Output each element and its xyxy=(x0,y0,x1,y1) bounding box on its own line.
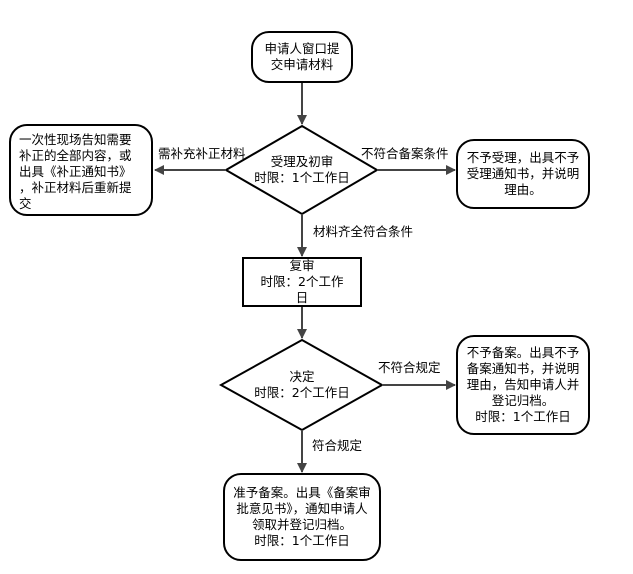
approve-text: 准予备案。出具《备案审 批意见书》，通知申请人 领取并登记归档。 时限：1个工作… xyxy=(233,485,371,548)
accept-review-node: 受理及初审 时限：1个工作日 xyxy=(236,152,368,188)
edge-label-compliant: 符合规定 xyxy=(312,438,363,453)
reject-accept-node: 不予受理，出具不予 受理通知书，并说明 理由。 xyxy=(456,139,590,209)
submit-node: 申请人窗口提 交申请材料 xyxy=(251,31,353,83)
supplement-text: 一次性现场告知需要 补正的全部内容，或 出具《补正通知书》 ，补正材料后重新提 … xyxy=(19,132,132,211)
edge-label-materials-complete: 材料齐全符合条件 xyxy=(313,224,414,239)
reject-accept-text: 不予受理，出具不予 受理通知书，并说明 理由。 xyxy=(466,150,580,197)
edge-label-not-meet-conditions: 不符合备案条件 xyxy=(361,146,449,161)
edge-label-need-supplement: 需补充补正材料 xyxy=(158,146,246,161)
reject-record-text: 不予备案。出具不予 备案通知书，并说明 理由，告知申请人并 登记归档。 时限：1… xyxy=(466,345,580,424)
approve-node: 准予备案。出具《备案审 批意见书》，通知申请人 领取并登记归档。 时限：1个工作… xyxy=(223,473,381,561)
supplement-node: 一次性现场告知需要 补正的全部内容，或 出具《补正通知书》 ，补正材料后重新提 … xyxy=(9,124,153,216)
submit-node-text: 申请人窗口提 交申请材料 xyxy=(264,41,340,72)
decision-node: 决定 时限：2个工作日 xyxy=(236,367,368,403)
edge-label-not-compliant: 不符合规定 xyxy=(378,360,441,375)
re-review-text: 复审 时限：2个工作 日 xyxy=(260,258,344,305)
decision-text: 决定 时限：2个工作日 xyxy=(254,369,350,400)
reject-record-node: 不予备案。出具不予 备案通知书，并说明 理由，告知申请人并 登记归档。 时限：1… xyxy=(456,335,590,435)
re-review-node: 复审 时限：2个工作 日 xyxy=(242,257,362,307)
accept-review-text: 受理及初审 时限：1个工作日 xyxy=(254,154,350,185)
